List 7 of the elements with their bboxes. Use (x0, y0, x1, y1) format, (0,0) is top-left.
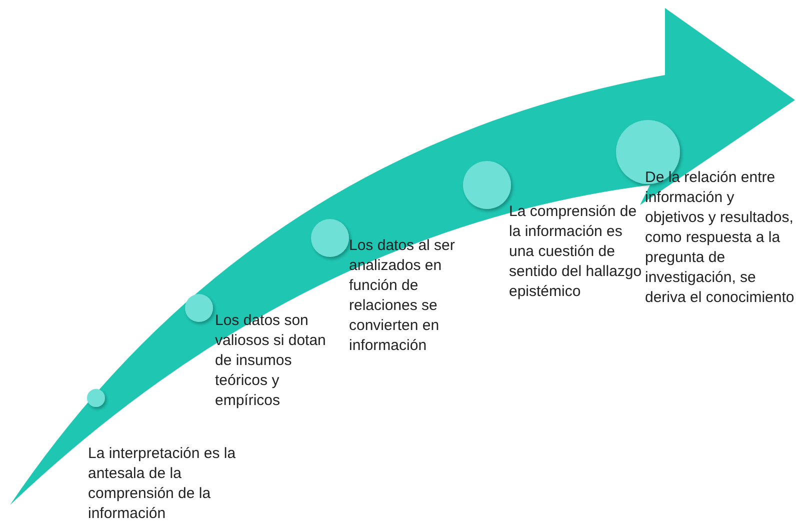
circle-marker (463, 161, 511, 209)
circle-marker (311, 219, 349, 257)
circle-marker (87, 389, 105, 407)
circle-marker (185, 294, 213, 322)
circle-marker (616, 120, 680, 184)
step-text: De la relación entre información y objetivos y resultados, como respuesta a la pregunta de investigación, se deriva el conocimiento (645, 168, 795, 308)
step-text: La interpretación es la antesala de la comprensión de la información (88, 444, 237, 521)
